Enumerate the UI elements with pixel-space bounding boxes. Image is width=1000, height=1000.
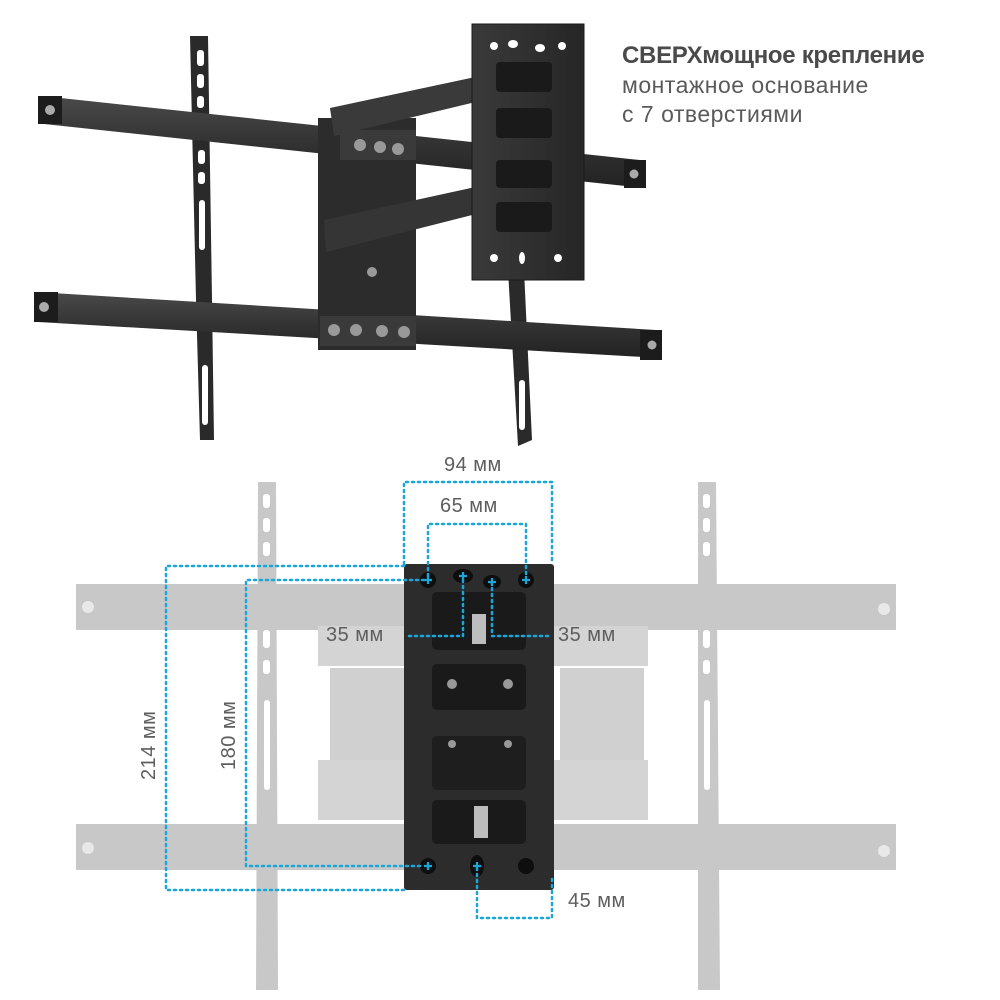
vertical-arm-right xyxy=(508,270,532,446)
dim-label-94: 94 мм xyxy=(444,454,502,476)
swing-arm-lower xyxy=(324,186,484,252)
bracket-photo xyxy=(34,23,662,446)
hole-markers xyxy=(424,572,530,870)
ghost-bracket xyxy=(76,482,896,990)
headline-subtitle-1: монтажное основание xyxy=(622,72,869,98)
dim-label-45: 45 мм xyxy=(568,890,626,912)
headline: СВЕРХмощное крепление монтажное основани… xyxy=(622,42,925,127)
headline-subtitle-2: с 7 отверстиями xyxy=(622,101,803,127)
vertical-arm-left xyxy=(190,36,214,440)
tv-plate xyxy=(471,23,585,281)
dim-label-214: 214 мм xyxy=(138,710,160,780)
mounting-plate xyxy=(404,564,554,890)
dim-label-35-left: 35 мм xyxy=(326,624,384,646)
headline-title: СВЕРХмощное крепление xyxy=(622,42,925,69)
dim-label-65: 65 мм xyxy=(440,495,498,517)
dim-label-180: 180 мм xyxy=(218,700,240,770)
swing-arm-upper xyxy=(330,76,484,136)
dim-label-35-right: 35 мм xyxy=(558,624,616,646)
